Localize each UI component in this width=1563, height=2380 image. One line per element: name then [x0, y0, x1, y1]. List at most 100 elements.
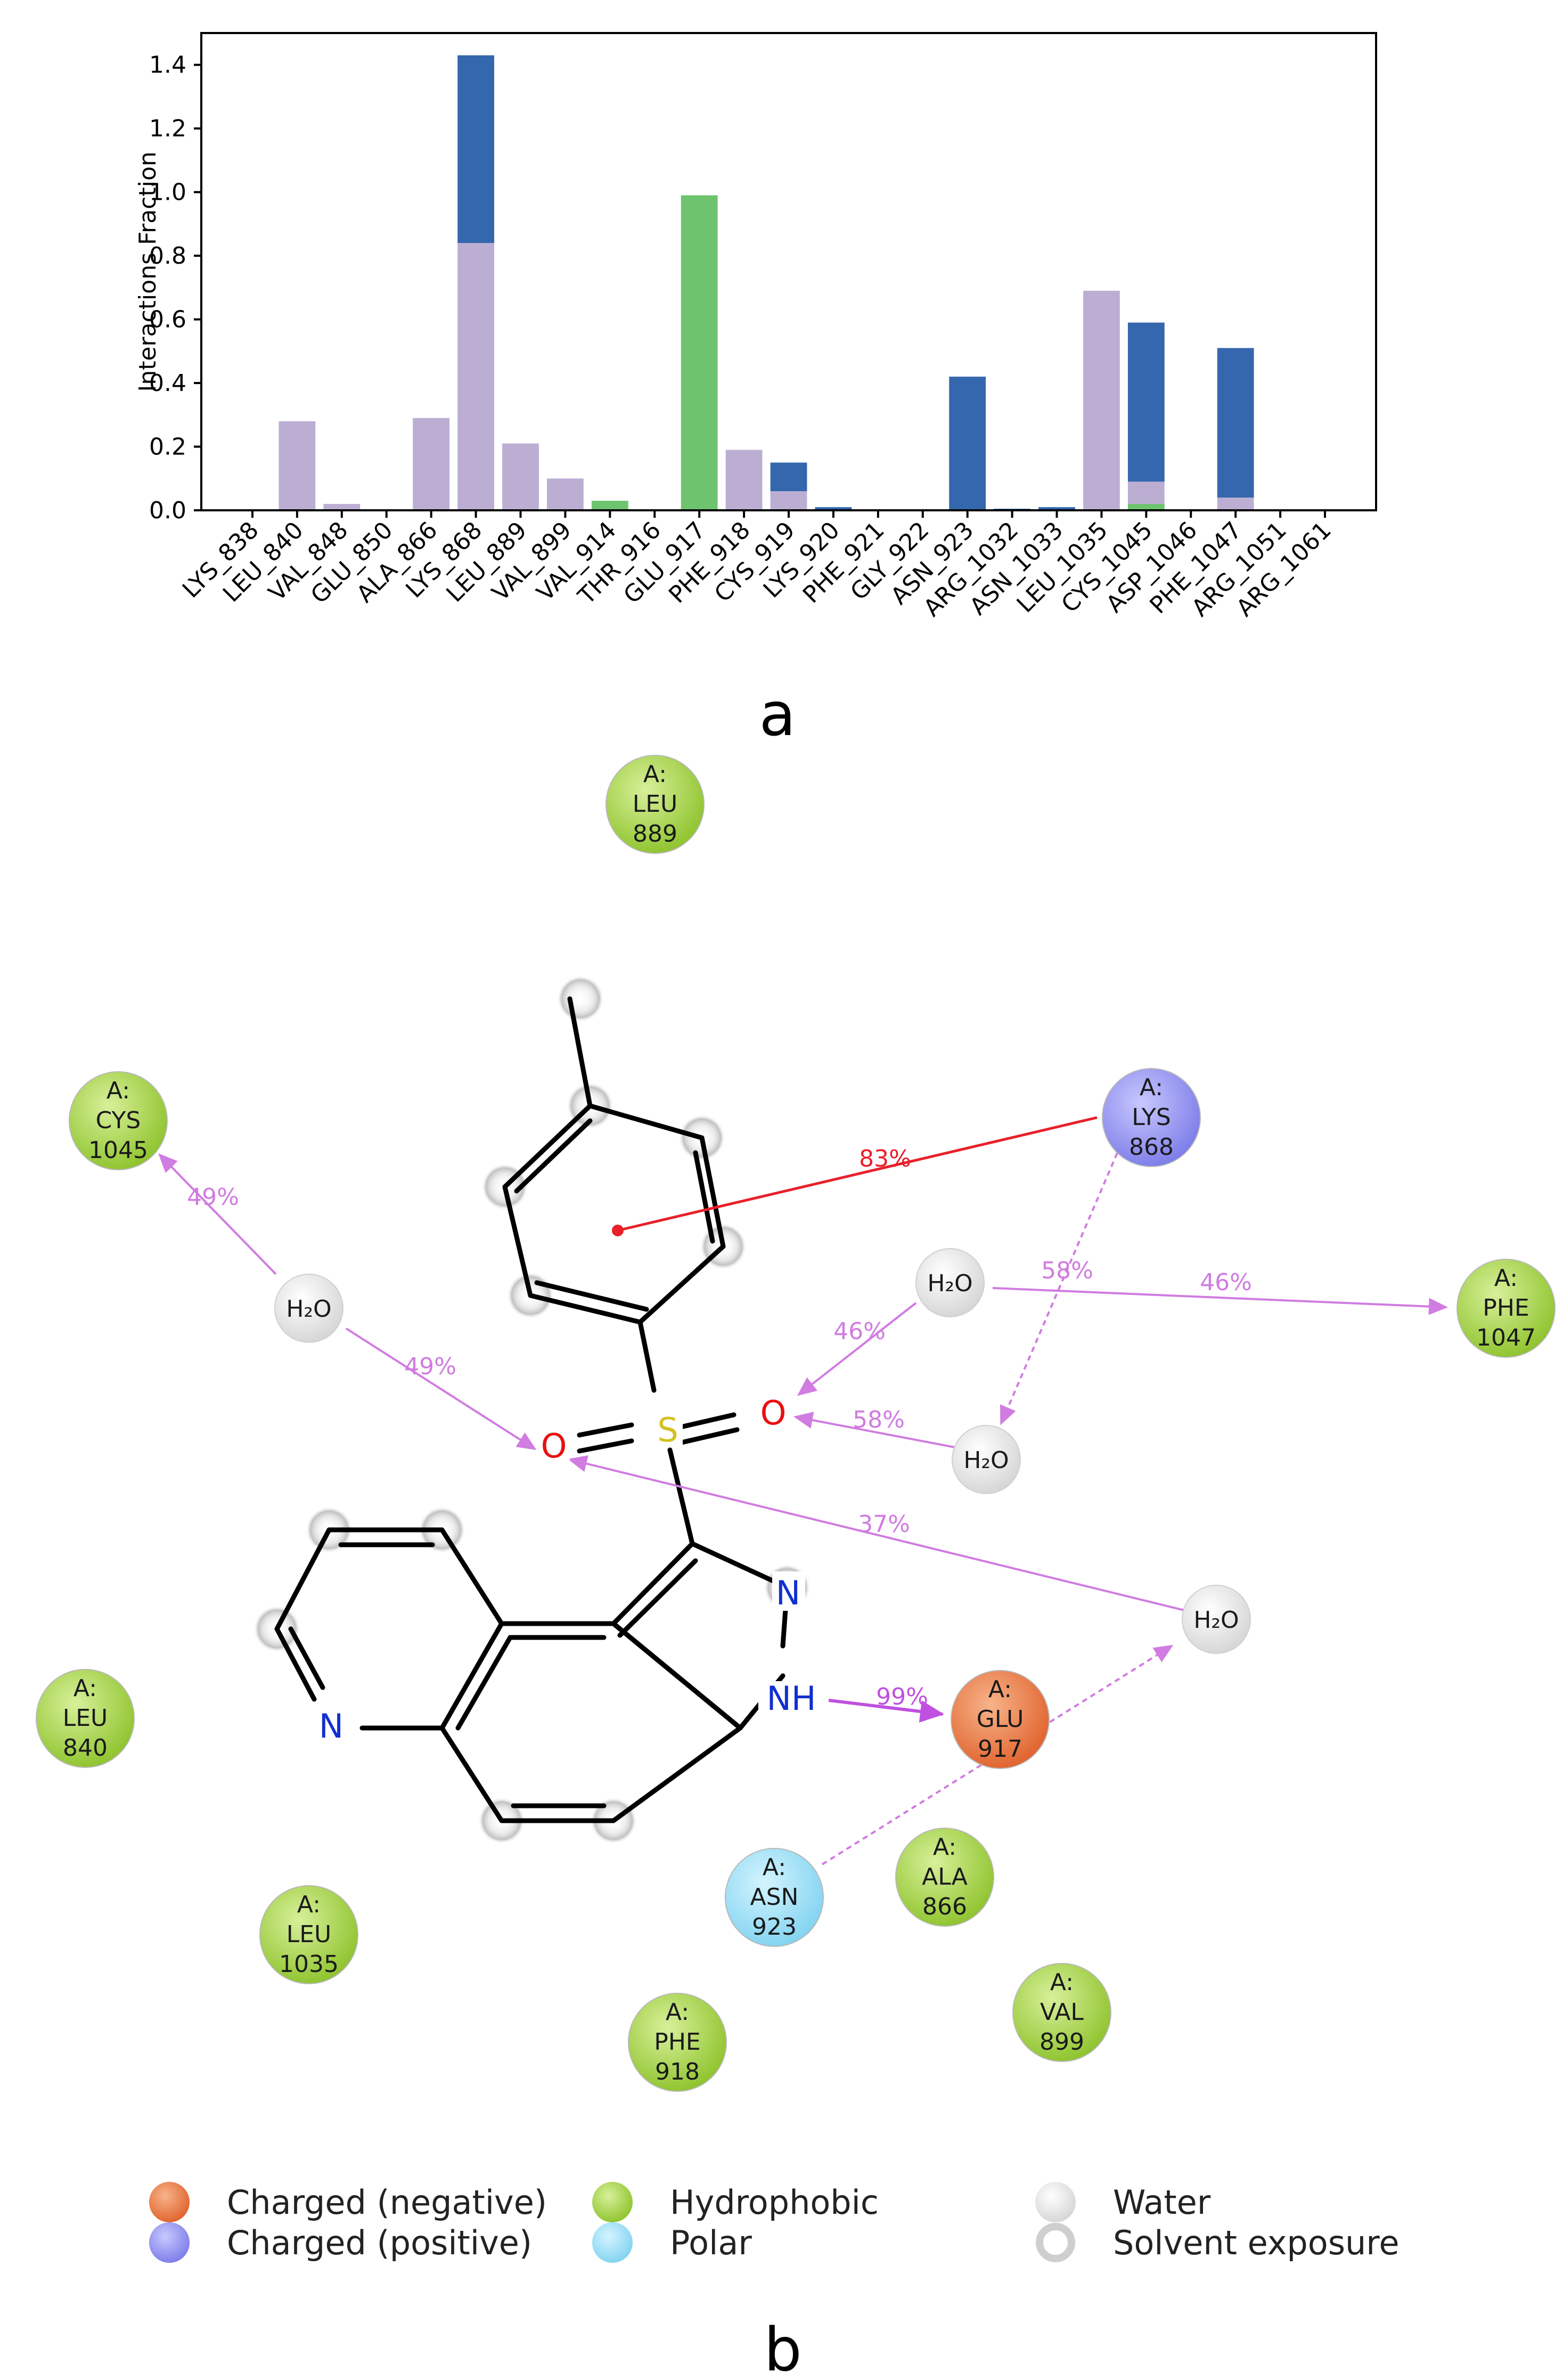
legend-label: Polar [670, 2223, 752, 2262]
residue-ala866: A:ALA 866 [895, 1828, 994, 1927]
y-tick-label: 0.6 [149, 306, 186, 333]
w1-cys-percent: 49% [187, 1184, 239, 1211]
residue-node-circle [36, 1669, 135, 1768]
w4-o-percent: 37% [858, 1511, 910, 1538]
residue-num: 889 [633, 820, 677, 847]
water-circle [274, 1274, 343, 1343]
water-w2: H₂O [915, 1248, 985, 1317]
residue-chain: A: [933, 1833, 956, 1861]
residue-chain: A: [297, 1891, 321, 1918]
residue-chain: A: [666, 1999, 689, 2026]
residue-num: 1045 [88, 1137, 148, 1164]
water-circle [952, 1425, 1021, 1494]
y-axis-ticks: 0.00.20.40.60.81.01.21.4 [149, 52, 201, 524]
legend-swatch [149, 2222, 190, 2263]
bar-ala-866-s1 [413, 418, 450, 510]
legend-swatch [1036, 2223, 1075, 2262]
residue-node-circle [725, 1848, 824, 1947]
bar-leu-840-s1 [279, 421, 316, 510]
legend-item-water: Water [1035, 2182, 1211, 2222]
y-tick-label: 0.8 [149, 242, 186, 270]
hbond-percentages: 49% 49% 58% 46% 46% 58% 37% 99% [187, 1184, 1252, 1710]
y-axis-label: Interactions Fraction [134, 151, 161, 392]
residue-node-circle [1456, 1259, 1556, 1358]
hbond-lines [158, 1144, 1448, 1865]
residue-name: LEU [63, 1705, 108, 1732]
y-tick-label: 0.2 [149, 434, 186, 461]
legend-label: Solvent exposure [1113, 2223, 1400, 2262]
residue-chain: A: [988, 1676, 1012, 1703]
residue-node-circle [951, 1670, 1050, 1769]
water-circle [1182, 1585, 1251, 1654]
legend: Charged (negative)Charged (positive) Hydr… [149, 2182, 1400, 2263]
y-tick-label: 0.4 [149, 370, 186, 397]
legend-item-charged-negative: Charged (negative) [149, 2182, 547, 2222]
bar-cys-1045-s2 [1127, 322, 1165, 482]
residue-chain: A: [107, 1077, 130, 1104]
pi-cation-percent: 83% [859, 1145, 911, 1172]
residue-chain: A: [1494, 1265, 1518, 1292]
residue-name: PHE [654, 2028, 700, 2056]
residue-num: 917 [978, 1735, 1022, 1763]
residue-node-circle [605, 755, 705, 854]
residue-name: PHE [1483, 1294, 1529, 1322]
pyrazole-nh-atom: NH [767, 1679, 816, 1718]
water-w3: H₂O [952, 1425, 1021, 1494]
residue-num: 840 [63, 1734, 108, 1762]
residue-num: 923 [752, 1913, 797, 1941]
bar-phe-1047-s1 [1217, 498, 1254, 510]
residue-num: 1047 [1476, 1324, 1536, 1351]
legend-item-charged-positive: Charged (positive) [149, 2222, 532, 2263]
legend-label: Water [1113, 2183, 1211, 2222]
y-tick-label: 0.0 [149, 497, 186, 524]
bar-cys-919-s1 [770, 491, 807, 510]
pi-cation-interaction: 83% [612, 1116, 1098, 1236]
legend-label: Charged (negative) [227, 2183, 547, 2222]
legend-item-hydrophobic: Hydrophobic [592, 2182, 879, 2222]
residue-chain: A: [1050, 1969, 1074, 1996]
bar-lys-920-s2 [815, 507, 852, 510]
bar-leu-889-s1 [502, 443, 539, 510]
residue-leu1035: A: LEU 1035 [259, 1885, 358, 1984]
legend-swatch [1035, 2182, 1076, 2222]
bar-cys-1045-s1 [1127, 482, 1165, 504]
w2-lys-percent: 58% [1041, 1257, 1093, 1284]
pyridine-n-atom: N [319, 1707, 343, 1746]
w2-phe-percent: 46% [1200, 1269, 1252, 1296]
residue-num: 866 [922, 1893, 967, 1920]
legend-item-solvent: Solvent exposure [1036, 2223, 1400, 2262]
water-w4: H₂O [1182, 1585, 1251, 1654]
bar-val-914-s0 [591, 501, 628, 510]
residue-name: LEU [287, 1921, 332, 1948]
bar-phe-918-s1 [725, 450, 763, 510]
residue-cys1045: A: CYS 1045 [69, 1071, 168, 1170]
legend-swatch [149, 2182, 190, 2222]
y-tick-label: 1.0 [149, 179, 186, 206]
y-tick-label: 1.2 [149, 115, 186, 142]
residue-num: 868 [1129, 1134, 1174, 1161]
residue-name: ALA [922, 1863, 968, 1890]
residue-num: 1035 [279, 1951, 339, 1978]
water-label: H₂O [1193, 1607, 1239, 1634]
w1-o-percent: 49% [404, 1353, 456, 1380]
residue-name: LEU [633, 790, 678, 818]
ligand-atoms: S O O N NH N [314, 1391, 817, 1746]
bar-series [279, 55, 1254, 510]
oxygen-atom-2: O [760, 1393, 787, 1432]
legend-swatch [592, 2182, 633, 2222]
residue-chain: A: [1140, 1074, 1163, 1101]
w2-o-percent: 46% [833, 1318, 886, 1345]
interaction-bar-chart: 0.00.20.40.60.81.01.21.4 LYS_838LEU_840V… [134, 32, 1377, 746]
residue-name: CYS [96, 1107, 141, 1134]
legend-item-polar: Polar [592, 2222, 752, 2263]
residue-name: ASN [750, 1884, 799, 1911]
residue-node-circle [1102, 1068, 1201, 1167]
residue-chain: A: [643, 761, 667, 788]
